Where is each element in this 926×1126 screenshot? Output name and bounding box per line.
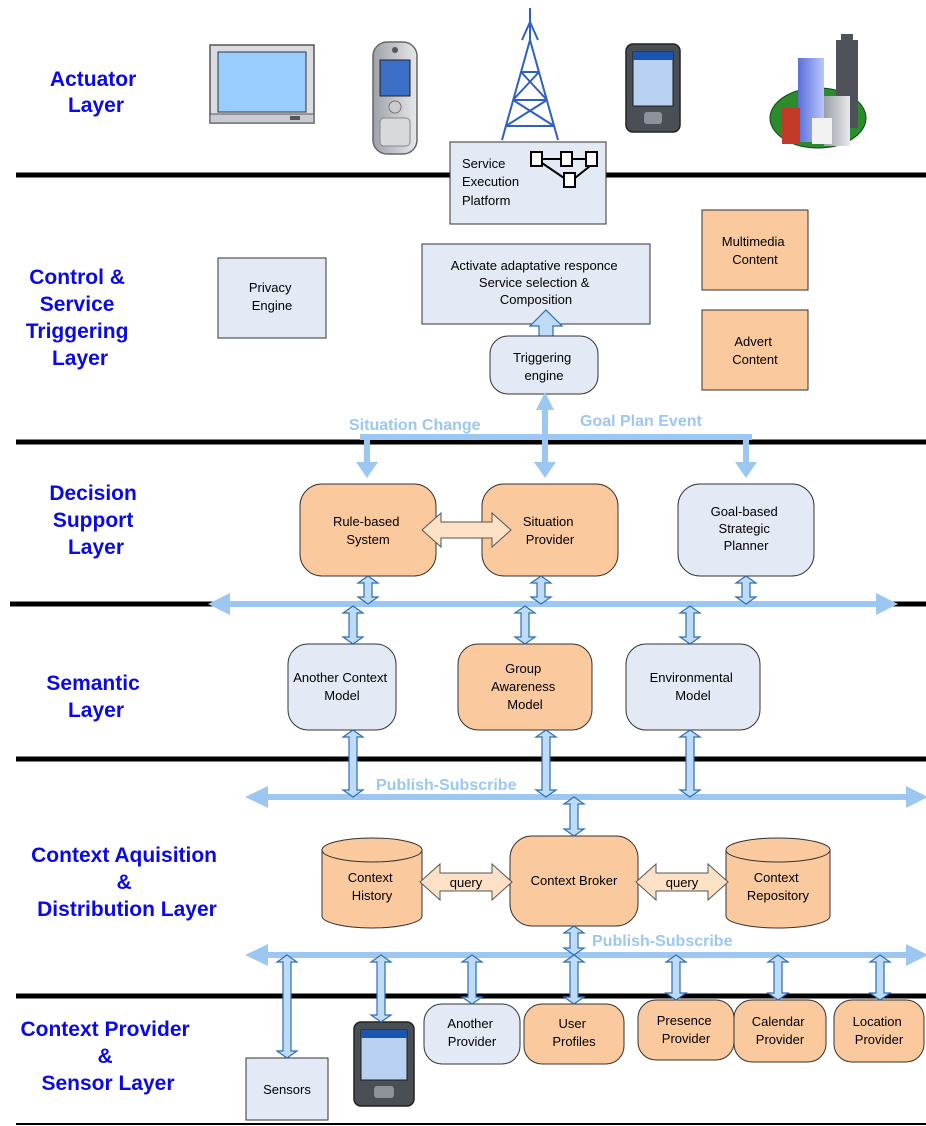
vertical-connector-arrow (664, 954, 688, 1001)
goal-plan-event-label: Goal Plan Event (580, 413, 702, 430)
rule-situation-arrow (421, 511, 512, 549)
query-arrow-left (419, 862, 513, 902)
decision-bus (208, 593, 898, 615)
vertical-connector-arrow (562, 954, 586, 1005)
rule-based-system-label: Rule-based System (333, 514, 403, 547)
environmental-model: Environmental Model (625, 643, 761, 731)
query-label-left: query (450, 875, 483, 890)
query-label-right: query (666, 875, 699, 890)
privacy-engine-label: Privacy Engine (249, 280, 295, 313)
sensors-box: Sensors (245, 1057, 329, 1121)
vertical-connector-arrow (766, 954, 790, 1001)
presence-provider-label: Presence Provider (657, 1013, 716, 1046)
publish-subscribe-bus-lower (245, 944, 926, 966)
vertical-connector-arrow (341, 729, 365, 798)
adaptive-response-box: Activate adaptative responce Service sel… (421, 243, 651, 325)
advert-content: Advert Content (701, 309, 809, 391)
service-execution-platform: Service Execution Platform (449, 141, 607, 225)
layer-label-control: Control & Service Triggering Layer (26, 266, 135, 370)
vertical-connector-arrow (513, 605, 537, 645)
situation-change-label: Situation Change (349, 417, 481, 434)
pda-provider-icon (353, 1021, 415, 1107)
another-context-model: Another Context Model (287, 643, 397, 731)
calendar-provider-label: Calendar Provider (752, 1014, 808, 1047)
publish-subscribe-label-upper: Publish-Subscribe (376, 777, 517, 794)
goal-based-planner: Goal-based Strategic Planner (677, 483, 815, 577)
group-awareness-model: Group Awareness Model (457, 643, 593, 731)
vertical-connector-arrow (678, 605, 702, 645)
vertical-connector-arrow (868, 954, 892, 1001)
context-broker-label: Context Broker (531, 873, 618, 888)
rule-based-system: Rule-based System (299, 483, 437, 577)
situation-provider-label: Situation Provider (523, 514, 577, 547)
vertical-connector-arrow (460, 954, 484, 1005)
context-history-label: Context History (348, 870, 396, 903)
user-profiles-label: User Profiles (552, 1016, 596, 1049)
triggering-engine-label: Triggering engine (513, 350, 575, 383)
context-repository-label: Context Repository (747, 870, 810, 903)
multimedia-content: Multimedia Content (701, 209, 809, 291)
antenna-tower-icon (501, 8, 559, 141)
group-awareness-model-label: Group Awareness Model (491, 661, 559, 712)
service-execution-platform-label: Service Execution Platform (462, 156, 523, 208)
workflow-icon (530, 151, 598, 188)
another-provider-label: Another Provider (447, 1016, 496, 1049)
vertical-connector-arrow (356, 575, 380, 605)
location-provider: Location Provider (833, 999, 925, 1063)
another-context-model-label: Another Context Model (293, 670, 391, 703)
monitor-icon (209, 44, 315, 124)
vertical-connector-arrow (678, 729, 702, 798)
context-broker: Context Broker (509, 835, 639, 927)
advert-content-label: Advert Content (732, 334, 778, 367)
location-provider-label: Location Provider (853, 1014, 906, 1047)
layer-label-semantic: Semantic Layer (46, 672, 145, 722)
context-repository-db: Context Repository (725, 837, 831, 929)
calendar-provider: Calendar Provider (733, 999, 827, 1063)
triggering-engine: Triggering engine (489, 335, 599, 395)
vertical-connector-arrow (562, 796, 586, 837)
vertical-connector-arrow (529, 575, 553, 605)
environmental-model-label: Environmental Model (650, 670, 737, 703)
publish-subscribe-label-lower: Publish-Subscribe (592, 933, 733, 950)
vertical-connector-arrow (275, 954, 299, 1059)
connector-arrows (275, 575, 892, 1059)
layer-label-actuator: Actuator Layer (50, 68, 142, 117)
goal-based-planner-label: Goal-based Strategic Planner (711, 504, 782, 553)
context-history-db: Context History (321, 837, 423, 929)
vertical-connector-arrow (341, 605, 365, 645)
vertical-connector-arrow (562, 925, 586, 956)
vertical-connector-arrow (734, 575, 758, 605)
another-provider: Another Provider (423, 1003, 521, 1065)
presence-provider: Presence Provider (637, 999, 735, 1061)
layer-label-decision: Decision Support Layer (49, 482, 142, 559)
query-arrow-right (635, 862, 729, 902)
layer-label-provider: Context Provider & Sensor Layer (20, 1018, 195, 1095)
pda-icon (625, 43, 681, 133)
multimedia-content-label: Multimedia Content (722, 234, 788, 267)
vertical-connector-arrow (369, 954, 393, 1023)
privacy-engine: Privacy Engine (217, 257, 327, 339)
layer-label-acquisition: Context Aquisition & Distribution Layer (31, 844, 223, 921)
mobile-phone-icon (372, 41, 418, 155)
vertical-connector-arrow (534, 729, 558, 798)
publish-subscribe-bus-upper (245, 786, 926, 808)
situation-provider: Situation Provider (481, 483, 619, 577)
adaptive-response-label: Activate adaptative responce Service sel… (451, 258, 622, 307)
user-profiles: User Profiles (523, 1003, 625, 1065)
event-bus-arrows (356, 392, 757, 478)
buildings-icon (769, 34, 867, 149)
sensors-label: Sensors (263, 1082, 311, 1097)
